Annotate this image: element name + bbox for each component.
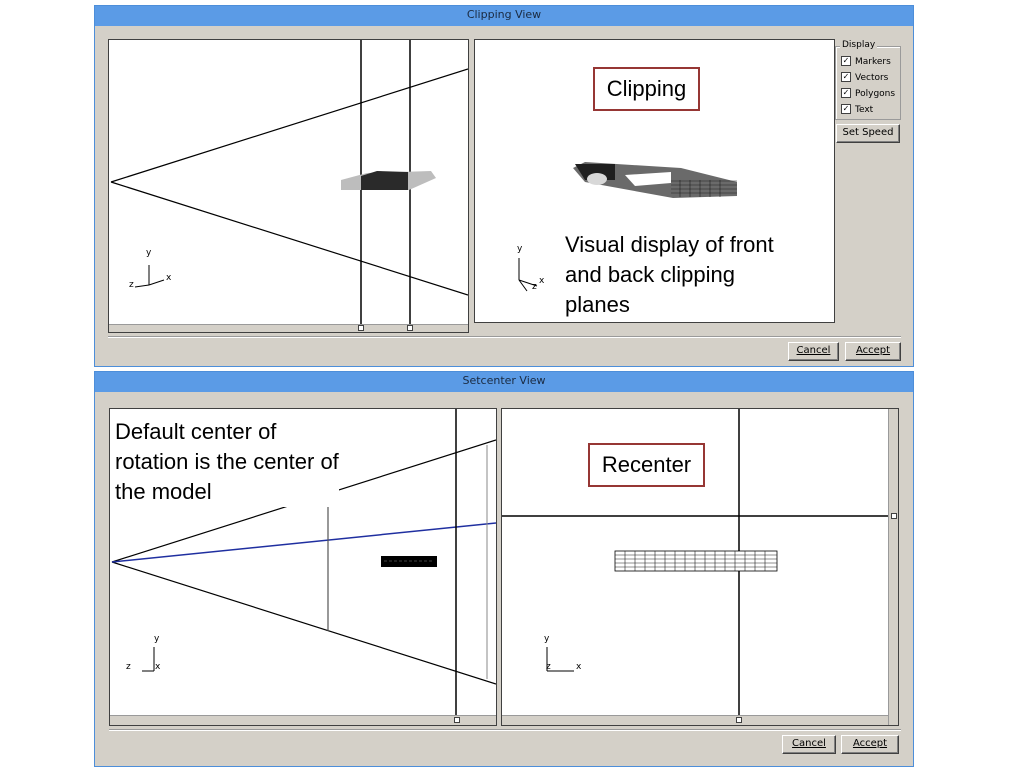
polygons-checkbox[interactable]: ✓ Polygons bbox=[841, 87, 896, 100]
default-center-line-2: rotation is the center of bbox=[115, 449, 339, 474]
back-clip-handle[interactable] bbox=[407, 325, 413, 331]
vectors-check-box[interactable]: ✓ bbox=[841, 71, 851, 82]
setcenter-front-hhandle[interactable] bbox=[736, 717, 742, 723]
setcenter-view-title: Setcenter View bbox=[95, 372, 913, 392]
polygons-check-box[interactable]: ✓ bbox=[841, 87, 851, 98]
setcenter-side-scrollbar[interactable] bbox=[110, 715, 496, 725]
front-clip-handle[interactable] bbox=[358, 325, 364, 331]
vectors-label: Vectors bbox=[855, 73, 889, 83]
markers-check-box[interactable]: ✓ bbox=[841, 55, 851, 66]
vectors-checkbox[interactable]: ✓ Vectors bbox=[841, 71, 889, 84]
text-check-box[interactable]: ✓ bbox=[841, 103, 851, 114]
clipping-caption: Visual display of front and back clippin… bbox=[565, 230, 774, 320]
clipping-callout-box: Clipping bbox=[593, 67, 700, 111]
polygons-label: Polygons bbox=[855, 89, 896, 99]
sc-left-axis-z-label: z bbox=[126, 662, 131, 672]
display-group-legend: Display bbox=[840, 40, 878, 50]
clipping-caption-line-1: Visual display of front bbox=[565, 232, 774, 257]
setcenter-front-vscrollbar[interactable] bbox=[888, 409, 898, 725]
clipping-side-drawing bbox=[110, 40, 468, 332]
sc-right-axis-y-label: y bbox=[544, 634, 550, 644]
markers-label: Markers bbox=[855, 57, 891, 67]
recenter-callout-box: Recenter bbox=[588, 443, 705, 487]
setcenter-accept-button[interactable]: Accept bbox=[841, 735, 899, 754]
clipping-caption-line-3: planes bbox=[565, 292, 630, 317]
default-center-line-1: Default center of bbox=[115, 419, 277, 444]
markers-checkbox[interactable]: ✓ Markers bbox=[841, 55, 891, 68]
sc-left-axis-x-label: x bbox=[155, 662, 161, 672]
left-axis-x-label: x bbox=[166, 273, 172, 283]
sc-right-axis-z-label: z bbox=[546, 662, 551, 672]
sc-right-axis-x-label: x bbox=[576, 662, 582, 672]
setcenter-front-drawing bbox=[502, 409, 890, 725]
clipping-front-drawing bbox=[518, 162, 737, 292]
sc-left-axis-y-label: y bbox=[154, 634, 160, 644]
setcenter-separator bbox=[109, 729, 901, 731]
left-axis-y-label: y bbox=[146, 248, 152, 258]
clipping-view-title: Clipping View bbox=[95, 6, 913, 26]
clipping-separator bbox=[108, 336, 901, 338]
setcenter-side-handle[interactable] bbox=[454, 717, 460, 723]
setcenter-cancel-button[interactable]: Cancel bbox=[782, 735, 836, 754]
clipping-caption-line-2: and back clipping bbox=[565, 262, 736, 287]
right-axis-x-label: x bbox=[539, 276, 545, 286]
clipping-cancel-button[interactable]: Cancel bbox=[788, 342, 839, 361]
display-group: Display ✓ Markers ✓ Vectors ✓ Polygons ✓ Tex… bbox=[835, 40, 901, 120]
clipping-accept-button[interactable]: Accept bbox=[845, 342, 901, 361]
set-speed-button[interactable]: Set Speed bbox=[836, 124, 900, 143]
right-axis-y-label: y bbox=[517, 244, 523, 254]
clipping-side-viewport[interactable]: y x z bbox=[108, 39, 469, 333]
text-label: Text bbox=[855, 105, 874, 115]
clipping-view-window: Clipping View y x z bbox=[94, 5, 914, 367]
setcenter-side-drawing bbox=[111, 409, 496, 725]
left-axis-z-label: z bbox=[129, 280, 134, 290]
default-center-caption: Default center of rotation is the center… bbox=[115, 417, 339, 507]
default-center-line-3: the model bbox=[115, 479, 212, 504]
setcenter-front-vhandle[interactable] bbox=[891, 513, 897, 519]
text-checkbox[interactable]: ✓ Text bbox=[841, 103, 874, 116]
clipping-side-scrollbar[interactable] bbox=[109, 324, 468, 332]
setcenter-front-hscrollbar[interactable] bbox=[502, 715, 888, 725]
right-axis-z-label: z bbox=[532, 282, 537, 292]
